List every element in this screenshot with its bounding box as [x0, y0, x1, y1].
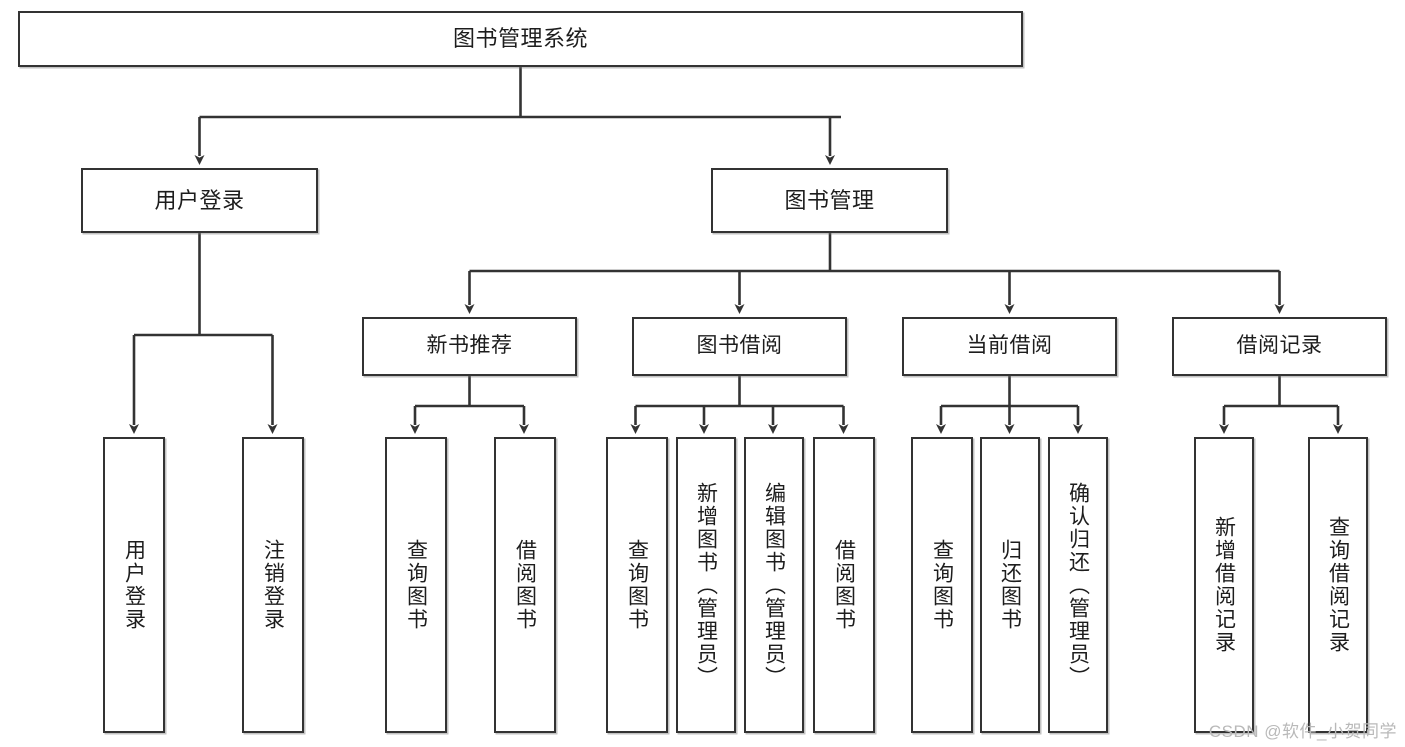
node-leaf-return-book[interactable]: 归还图书	[980, 437, 1040, 733]
watermark-text: CSDN @软件_小贺同学	[1208, 722, 1397, 741]
node-root[interactable]: 图书管理系统	[18, 11, 1023, 67]
node-book-borrow-label: 图书借阅	[696, 334, 783, 358]
node-borrow-record-label: 借阅记录	[1236, 334, 1323, 358]
node-leaf-user-login[interactable]: 用户登录	[103, 437, 165, 733]
node-borrow-record[interactable]: 借阅记录	[1172, 317, 1387, 376]
node-leaf-borrow-book-1-label: 借阅图书	[513, 539, 537, 631]
node-leaf-borrow-book-1[interactable]: 借阅图书	[494, 437, 556, 733]
node-leaf-logout-label: 注销登录	[261, 539, 285, 631]
node-leaf-query-book-1[interactable]: 查询图书	[385, 437, 447, 733]
node-leaf-borrow-book-2[interactable]: 借阅图书	[813, 437, 875, 733]
node-new-book-recommend-label: 新书推荐	[426, 334, 513, 358]
node-root-label: 图书管理系统	[452, 26, 588, 52]
node-leaf-borrow-book-2-label: 借阅图书	[832, 539, 856, 631]
node-leaf-query-book-3[interactable]: 查询图书	[911, 437, 973, 733]
node-leaf-edit-book[interactable]: 编辑图书（管理员）	[744, 437, 804, 733]
node-leaf-query-book-2[interactable]: 查询图书	[606, 437, 668, 733]
node-current-borrow-label: 当前借阅	[966, 334, 1053, 358]
node-leaf-query-book-3-label: 查询图书	[930, 539, 954, 631]
node-leaf-query-record-label: 查询借阅记录	[1326, 516, 1350, 654]
node-leaf-add-record[interactable]: 新增借阅记录	[1194, 437, 1254, 733]
node-leaf-confirm-return[interactable]: 确认归还（管理员）	[1048, 437, 1108, 733]
node-leaf-logout[interactable]: 注销登录	[242, 437, 304, 733]
node-leaf-confirm-return-label: 确认归还（管理员）	[1066, 481, 1090, 689]
node-book-manage[interactable]: 图书管理	[711, 168, 948, 233]
node-leaf-add-record-label: 新增借阅记录	[1212, 516, 1236, 654]
node-book-manage-label: 图书管理	[784, 187, 875, 213]
node-leaf-return-book-label: 归还图书	[998, 539, 1022, 631]
node-user-login-label: 用户登录	[154, 187, 245, 213]
node-book-borrow[interactable]: 图书借阅	[632, 317, 847, 376]
node-new-book-recommend[interactable]: 新书推荐	[362, 317, 577, 376]
node-leaf-add-book[interactable]: 新增图书（管理员）	[676, 437, 736, 733]
node-user-login[interactable]: 用户登录	[81, 168, 318, 233]
node-current-borrow[interactable]: 当前借阅	[902, 317, 1117, 376]
node-leaf-query-book-2-label: 查询图书	[625, 539, 649, 631]
node-leaf-query-record[interactable]: 查询借阅记录	[1308, 437, 1368, 733]
node-leaf-user-login-label: 用户登录	[122, 539, 146, 631]
node-leaf-edit-book-label: 编辑图书（管理员）	[762, 481, 786, 689]
node-leaf-add-book-label: 新增图书（管理员）	[694, 481, 718, 689]
node-leaf-query-book-1-label: 查询图书	[404, 539, 428, 631]
